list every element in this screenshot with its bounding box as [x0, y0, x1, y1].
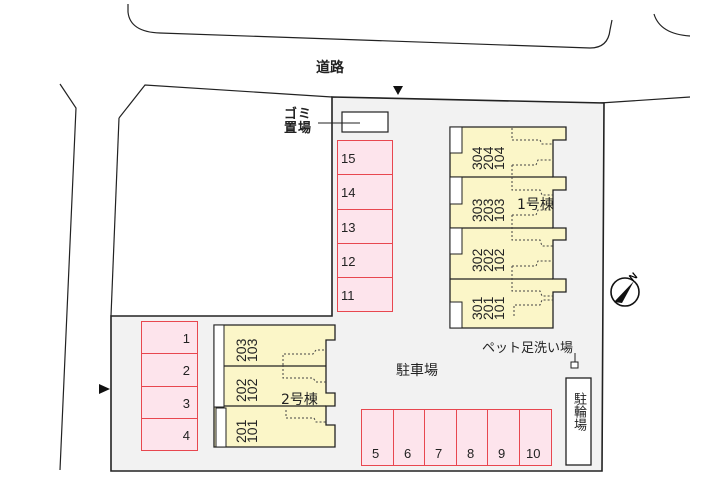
parking-slot-8[interactable]: 8 — [456, 409, 488, 466]
garbage-label-line1: ゴミ — [284, 107, 313, 122]
building-2-label: 2号棟 — [281, 392, 318, 408]
garbage-label-line2: 置場 — [284, 121, 313, 136]
entrance-arrow-down-icon — [393, 86, 403, 95]
bicycle-parking-label: 駐輪場 — [571, 392, 586, 431]
parking-slot-5[interactable]: 5 — [361, 409, 394, 466]
pet-wash-label: ペット足洗い場 — [482, 341, 574, 356]
entrance-arrow-right-icon — [99, 384, 110, 394]
building-1-label: 1号棟 — [517, 197, 554, 213]
parking-slot-13[interactable]: 13 — [337, 209, 393, 244]
parking-slot-9[interactable]: 9 — [487, 409, 520, 466]
parking-slot-14[interactable]: 14 — [337, 174, 393, 210]
parking-slot-3[interactable]: 3 — [141, 386, 198, 419]
parking-slot-2[interactable]: 2 — [141, 353, 198, 387]
north-compass-icon: N — [610, 271, 640, 307]
building-2-outline — [213, 324, 336, 448]
parking-slot-11[interactable]: 11 — [337, 277, 393, 312]
pet-wash-marker — [570, 361, 579, 369]
parking-slot-4[interactable]: 4 — [141, 418, 198, 451]
parking-slot-12[interactable]: 12 — [337, 243, 393, 278]
garbage-area — [341, 111, 389, 133]
parking-lot-label: 駐車場 — [396, 363, 438, 379]
parking-slot-6[interactable]: 6 — [393, 409, 425, 466]
parking-slot-7[interactable]: 7 — [424, 409, 457, 466]
bicycle-parking-area — [565, 377, 592, 466]
left-boundary-line — [59, 83, 77, 471]
parking-slot-15[interactable]: 15 — [337, 140, 393, 175]
parking-slot-10[interactable]: 10 — [519, 409, 552, 466]
parking-slot-1[interactable]: 1 — [141, 321, 198, 354]
garbage-area-label: ゴミ 置場 — [284, 108, 312, 136]
road-curb-line — [127, 4, 613, 49]
road-label: 道路 — [316, 60, 344, 76]
building-1-outline — [449, 126, 567, 329]
road-curb-line-right — [653, 13, 691, 37]
